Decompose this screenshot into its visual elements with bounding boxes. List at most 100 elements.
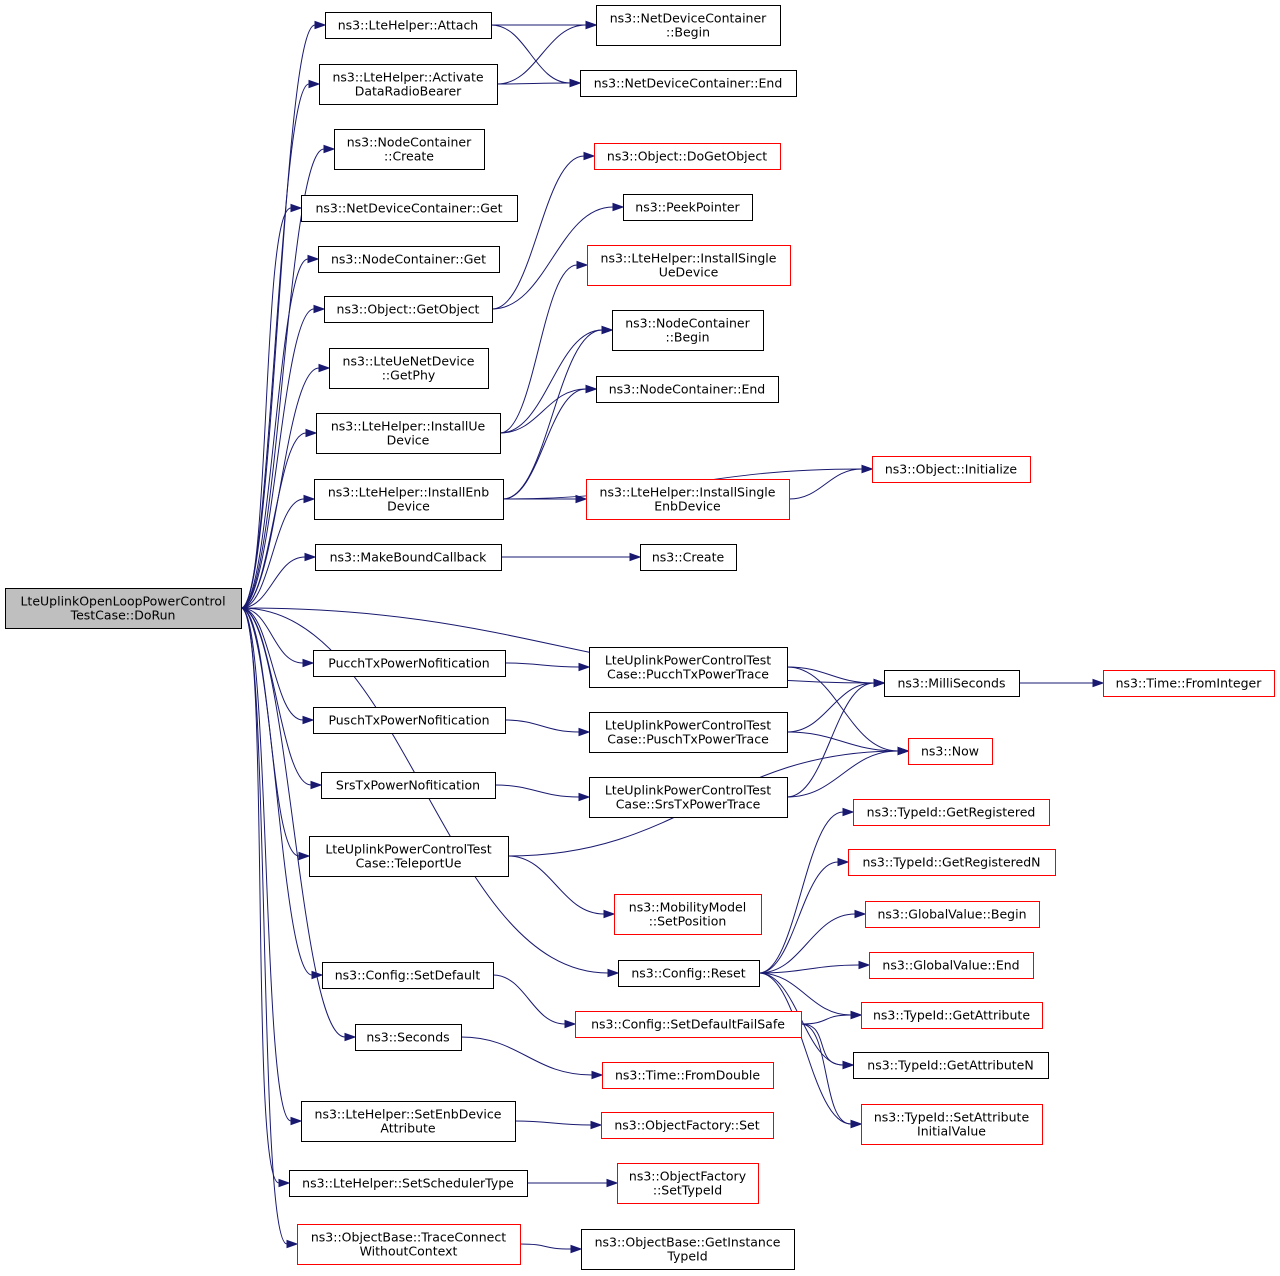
edge-n0-to-n3 — [240, 144, 336, 609]
node-box — [618, 960, 760, 987]
edge-line — [240, 148, 325, 609]
node-n39[interactable]: ns3::Time::FromDouble — [602, 1062, 774, 1089]
node-n27[interactable]: ns3::Object::Initialize — [872, 456, 1031, 483]
edge-n32-to-n34 — [786, 746, 910, 798]
node-label-line: LteUplinkPowerControlTest — [605, 653, 771, 668]
node-n45[interactable]: ns3::GlobalValue::Begin — [865, 901, 1040, 928]
node-n18[interactable]: ns3::LteHelper::SetSchedulerType — [289, 1170, 528, 1197]
edge-line — [504, 662, 580, 668]
node-box — [580, 70, 797, 97]
edge-arrowhead — [307, 254, 320, 264]
node-label-line: ns3::LteHelper::InstallEnb — [328, 485, 489, 500]
node-label-line: Attribute — [380, 1121, 436, 1136]
node-n25[interactable]: ns3::NodeContainer::Begin — [612, 310, 764, 351]
node-n21[interactable]: ns3::NetDeviceContainer::End — [580, 70, 797, 97]
edge-arrowhead — [591, 1070, 604, 1080]
edge-arrowhead — [607, 968, 620, 978]
node-box — [853, 799, 1050, 826]
node-label-line: ::Create — [384, 149, 434, 164]
node-n46[interactable]: ns3::GlobalValue::End — [869, 952, 1034, 979]
node-n15[interactable]: ns3::Config::SetDefault — [322, 962, 494, 989]
edge-line — [502, 329, 603, 500]
node-box — [865, 901, 1040, 928]
node-n26[interactable]: ns3::NodeContainer::End — [596, 376, 779, 403]
edge-line — [496, 82, 571, 85]
node-n20[interactable]: ns3::NetDeviceContainer::Begin — [596, 5, 781, 46]
node-label-line: ns3::TypeId::GetRegisteredN — [862, 855, 1040, 870]
edge-arrowhead — [837, 857, 850, 867]
node-n23[interactable]: ns3::PeekPointer — [623, 194, 753, 221]
node-box — [334, 129, 485, 170]
node-n12[interactable]: PuschTxPowerNofitication — [313, 707, 506, 734]
node-n41[interactable]: ns3::ObjectFactory::SetTypeId — [617, 1163, 759, 1204]
node-n19[interactable]: ns3::ObjectBase::TraceConnectWithoutCont… — [297, 1224, 521, 1265]
node-n11[interactable]: PucchTxPowerNofitication — [313, 650, 506, 677]
edge-arrowhead — [612, 202, 625, 212]
node-n44[interactable]: ns3::TypeId::GetRegisteredN — [848, 849, 1056, 876]
edge-arrowhead — [314, 20, 327, 30]
node-n7[interactable]: ns3::LteUeNetDevice::GetPhy — [329, 348, 489, 389]
node-label-line: ns3::ObjectFactory — [629, 1169, 747, 1184]
node-n48[interactable]: ns3::TypeId::GetAttributeN — [853, 1052, 1049, 1079]
node-n36[interactable]: ns3::MobilityModel::SetPosition — [614, 894, 762, 935]
edge-line — [786, 750, 899, 798]
edge-line — [786, 666, 899, 752]
node-n34[interactable]: ns3::Now — [908, 738, 993, 765]
node-n6[interactable]: ns3::Object::GetObject — [324, 296, 493, 323]
node-n1[interactable]: ns3::LteHelper::Attach — [325, 12, 492, 39]
edge-arrowhead — [578, 727, 591, 737]
node-n3[interactable]: ns3::NodeContainer::Create — [334, 129, 485, 170]
node-label-line: ns3::Create — [652, 550, 725, 565]
node-n4[interactable]: ns3::NetDeviceContainer::Get — [301, 195, 518, 222]
node-n32[interactable]: LteUplinkPowerControlTestCase::SrsTxPowe… — [589, 777, 788, 818]
node-box — [324, 296, 493, 323]
edge-arrowhead — [323, 144, 336, 154]
edge-line — [786, 731, 899, 752]
edge-arrowhead — [290, 1116, 303, 1126]
edge-line — [491, 206, 614, 310]
node-label-line: PuschTxPowerNofitication — [328, 713, 489, 728]
node-n43[interactable]: ns3::TypeId::GetRegistered — [853, 799, 1050, 826]
node-n16[interactable]: ns3::Seconds — [355, 1024, 462, 1051]
edge-n18-to-n41 — [527, 1178, 619, 1188]
edge-arrowhead — [575, 494, 588, 504]
node-label-line: ns3::LteHelper::SetSchedulerType — [302, 1176, 514, 1191]
node-n10[interactable]: ns3::MakeBoundCallback — [315, 544, 502, 571]
node-n47[interactable]: ns3::TypeId::GetAttribute — [861, 1002, 1043, 1029]
node-n0[interactable]: LteUplinkOpenLoopPowerControlTestCase::D… — [5, 588, 242, 629]
edge-line — [240, 607, 288, 1245]
node-n35[interactable]: ns3::Time::FromInteger — [1103, 670, 1275, 697]
edge-line — [502, 388, 587, 500]
node-n40[interactable]: ns3::ObjectFactory::Set — [601, 1112, 774, 1139]
edge-arrowhead — [578, 662, 591, 672]
node-n13[interactable]: SrsTxPowerNofitication — [321, 772, 496, 799]
node-box — [321, 772, 496, 799]
node-box — [869, 952, 1034, 979]
node-n29[interactable]: ns3::Create — [640, 544, 737, 571]
node-n22[interactable]: ns3::Object::DoGetObject — [594, 143, 781, 170]
node-n14[interactable]: LteUplinkPowerControlTestCase::TeleportU… — [309, 836, 509, 877]
edge-line — [758, 972, 852, 1016]
edge-arrowhead — [858, 960, 871, 970]
node-n33[interactable]: ns3::MilliSeconds — [884, 670, 1020, 697]
edge-line — [460, 1036, 593, 1076]
node-n30[interactable]: LteUplinkPowerControlTestCase::PucchTxPo… — [589, 647, 788, 688]
node-n31[interactable]: LteUplinkPowerControlTestCase::PuschTxPo… — [589, 712, 788, 753]
node-box — [589, 777, 788, 818]
node-box — [884, 670, 1020, 697]
edge-n33-to-n35 — [1018, 678, 1105, 688]
node-box — [315, 544, 502, 571]
node-n38[interactable]: ns3::Config::SetDefaultFailSafe — [575, 1011, 802, 1038]
node-box — [589, 647, 788, 688]
edge-n17-to-n40 — [514, 1120, 603, 1130]
node-n37[interactable]: ns3::Config::Reset — [618, 960, 760, 987]
node-n5[interactable]: ns3::NodeContainer::Get — [318, 246, 500, 273]
